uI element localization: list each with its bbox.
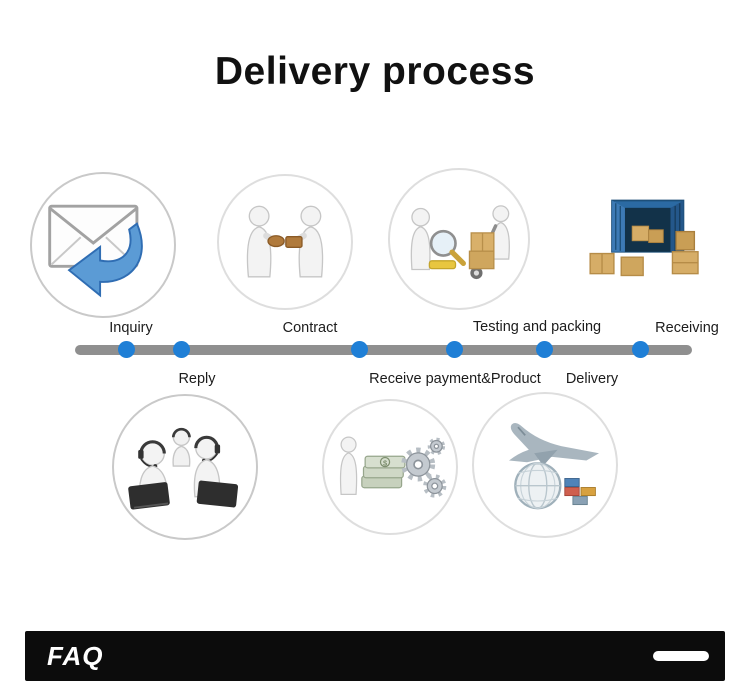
timeline-dot (118, 341, 135, 358)
timeline-dot (536, 341, 553, 358)
step-label-receive-payment: Receive payment&Product (369, 371, 541, 387)
deal-figures-icon (246, 205, 324, 278)
money-gears-icon: $ (339, 436, 447, 498)
timeline-dot (632, 341, 649, 358)
timeline-bar (75, 345, 692, 355)
faq-section-header: FAQ (25, 631, 725, 681)
reply-illustration (112, 394, 258, 540)
step-label-contract: Contract (282, 320, 338, 336)
step-label-receiving: Receiving (655, 320, 719, 336)
step-label-delivery: Delivery (565, 371, 619, 387)
inspection-trolley-icon (410, 205, 510, 280)
step-label-testing-packing: Testing and packing (472, 319, 602, 335)
step-label-reply: Reply (178, 371, 216, 387)
step-label-inquiry: Inquiry (109, 320, 153, 336)
timeline-dot (351, 341, 368, 358)
faq-label: FAQ (47, 640, 104, 671)
inquiry-illustration (30, 172, 176, 318)
contract-illustration (217, 174, 353, 310)
support-team-icon (128, 427, 239, 510)
decorative-pill (653, 651, 709, 661)
receive-payment-illustration: $ (322, 399, 458, 535)
envelope-reply-icon (48, 204, 143, 298)
receiving-illustration (573, 166, 717, 310)
page-title: Delivery process (214, 50, 536, 93)
container-boxes-icon (589, 199, 699, 277)
testing-packing-illustration (388, 168, 530, 310)
timeline-dot (446, 341, 463, 358)
delivery-illustration (472, 392, 618, 538)
airplane-globe-icon (509, 423, 599, 510)
timeline-dot (173, 341, 190, 358)
svg-text:$: $ (383, 458, 388, 467)
